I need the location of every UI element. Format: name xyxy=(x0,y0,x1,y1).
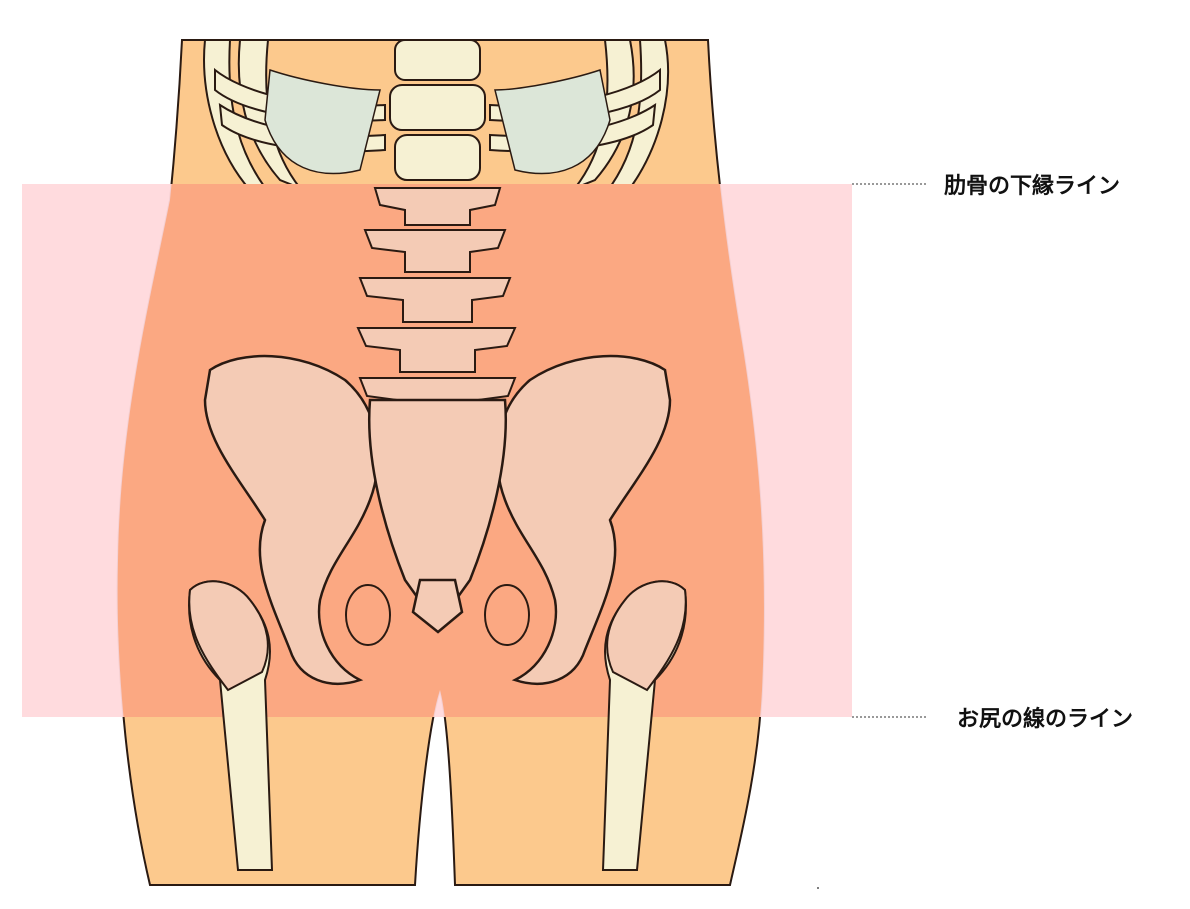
lower-line-label: お尻の線のライン xyxy=(957,706,1133,732)
femur-heads xyxy=(188,580,687,692)
pelvis xyxy=(203,354,672,685)
obturator-left xyxy=(345,584,391,646)
rib-cavity-right xyxy=(494,69,611,175)
obturator-right xyxy=(484,584,530,646)
stray-dot xyxy=(817,887,819,889)
ilium-left xyxy=(203,354,380,685)
thoracic-spine xyxy=(389,39,486,181)
ilium-right xyxy=(495,354,672,685)
coccyx xyxy=(411,578,464,634)
rib-cavity-left xyxy=(264,68,381,175)
upper-line-label: 肋骨の下縁ライン xyxy=(944,173,1120,199)
